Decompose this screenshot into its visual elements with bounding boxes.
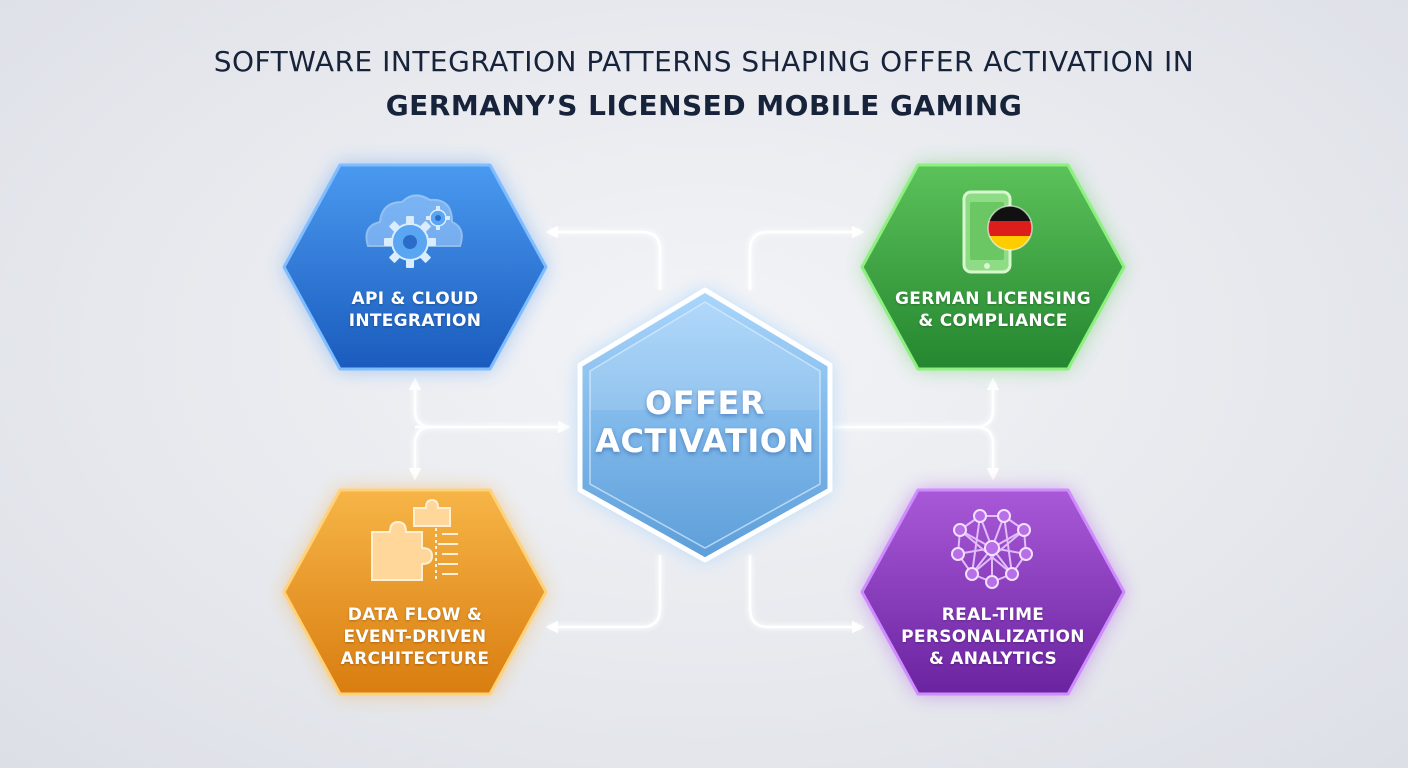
cloud-gears-icon bbox=[365, 194, 463, 268]
title-line-2: GERMANY’S LICENSED MOBILE GAMING bbox=[385, 89, 1023, 122]
smartphone-german-flag-icon bbox=[962, 190, 1033, 274]
offer-activation-hexagon bbox=[577, 287, 833, 563]
neural-network-icon bbox=[951, 509, 1033, 589]
german-licensing-label: GERMAN LICENSING & COMPLIANCE bbox=[895, 289, 1091, 331]
diagram-title: SOFTWARE INTEGRATION PATTERNS SHAPING OF… bbox=[0, 40, 1408, 128]
realtime-hexagon bbox=[860, 488, 1126, 696]
connector-to-realtime bbox=[748, 555, 865, 634]
connector-right-down bbox=[974, 425, 1000, 481]
data-flow-label: DATA FLOW & EVENT-DRIVEN ARCHITECTURE bbox=[340, 605, 490, 669]
api-cloud-label: API & CLOUD INTEGRATION bbox=[348, 289, 482, 331]
api-cloud-hexagon bbox=[282, 163, 548, 371]
offer-activation-inner-ring bbox=[589, 301, 821, 549]
title-line-1: SOFTWARE INTEGRATION PATTERNS SHAPING OF… bbox=[213, 45, 1195, 78]
offer-activation-highlight bbox=[590, 302, 820, 410]
offer-activation-label: OFFER ACTIVATION bbox=[595, 384, 815, 460]
connector-to-data-flow bbox=[545, 555, 662, 634]
connectors bbox=[408, 225, 1000, 634]
connector-to-api-cloud bbox=[545, 225, 662, 290]
connector-to-german-licensing bbox=[748, 225, 865, 290]
puzzle-pieces-icon bbox=[371, 498, 458, 581]
connector-left-down bbox=[408, 425, 433, 481]
realtime-label: REAL-TIME PERSONALIZATION & ANALYTICS bbox=[901, 605, 1085, 669]
data-flow-hexagon bbox=[282, 488, 548, 696]
